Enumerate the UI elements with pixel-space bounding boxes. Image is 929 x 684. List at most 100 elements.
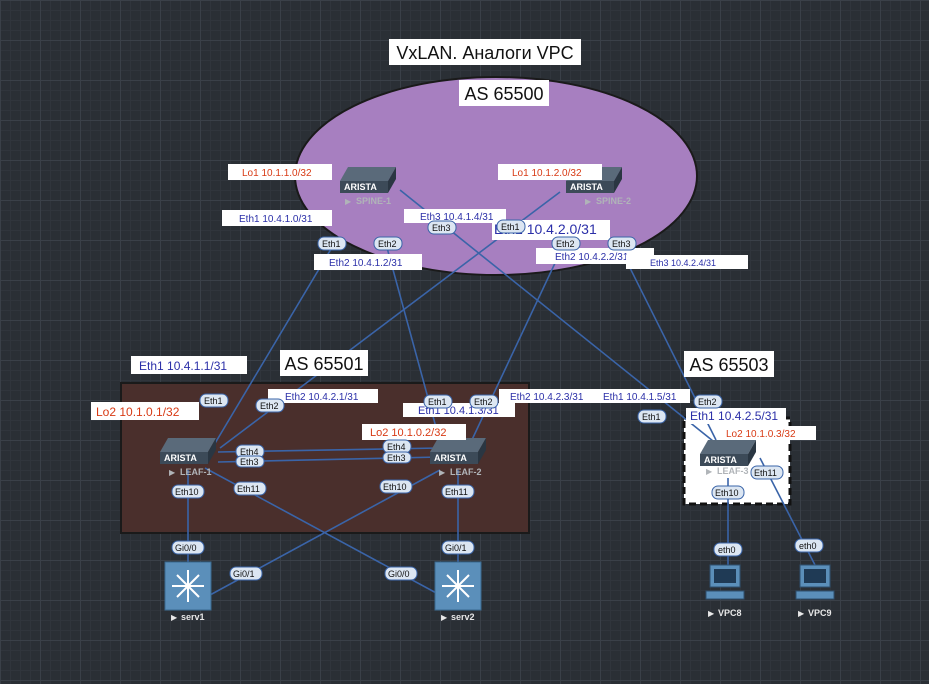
switch-brand: ARISTA [164, 453, 197, 463]
port-spine2-eth1: Eth1 [501, 222, 520, 232]
spine1-name: SPINE-1 [356, 196, 391, 206]
leaf1-eth1-addr: Eth1 10.4.1.1/31 [139, 359, 227, 373]
spine2-loopback: Lo1 10.1.2.0/32 [512, 168, 582, 179]
leaf2-switch[interactable]: ARISTA LEAF-2 ▶ [430, 438, 486, 477]
leaf1-switch[interactable]: ARISTA LEAF-1 ▶ [160, 438, 216, 477]
arista-switch-side [478, 438, 486, 464]
port-vpc9-eth0: eth0 [799, 541, 817, 551]
leaf3-switch[interactable]: ARISTA LEAF-3 ▶ [700, 440, 756, 476]
serv1-server[interactable]: ▶ serv1 [164, 561, 212, 622]
port-leaf3-eth1: Eth1 [642, 412, 661, 422]
spine1-eth3-addr: Eth3 10.4.1.4/31 [420, 212, 494, 223]
port-leaf1-eth4: Eth4 [240, 447, 259, 457]
arista-switch-side [388, 167, 396, 193]
as-65503-label-box [684, 351, 774, 377]
port-serv2-gi01: Gi0/1 [445, 543, 467, 553]
port-leaf2-eth2: Eth2 [474, 397, 493, 407]
port-serv1-gi01: Gi0/1 [233, 569, 255, 579]
spine2-eth2-addr: Eth2 10.4.2.2/31 [555, 252, 629, 263]
keyboard-icon [705, 590, 745, 600]
as-65503-label: AS 65503 [689, 355, 768, 375]
vpc8-name: VPC8 [718, 608, 742, 618]
port-leaf2-eth10: Eth10 [383, 482, 407, 492]
serv1-name: serv1 [181, 612, 205, 622]
play-icon: ▶ [441, 613, 448, 622]
leaf3-eth2-addr: Eth1 10.4.2.5/31 [690, 409, 778, 423]
as-65501-label: AS 65501 [284, 354, 363, 374]
spine1-eth1-addr: Eth1 10.4.1.0/31 [239, 214, 313, 225]
leaf1-name: LEAF-1 [180, 467, 212, 477]
spine1-switch[interactable]: ARISTA SPINE-1 ▶ [340, 167, 396, 206]
play-icon: ▶ [169, 468, 176, 477]
play-icon: ▶ [708, 609, 715, 618]
arista-switch-body [340, 181, 388, 193]
leaf2-name: LEAF-2 [450, 467, 482, 477]
port-leaf2-eth3: Eth3 [387, 453, 406, 463]
leaf1-loopback: Lo2 10.1.0.1/32 [96, 405, 180, 419]
screen [804, 569, 826, 583]
port-leaf1-eth10: Eth10 [175, 487, 199, 497]
spine1-eth2-addr: Eth2 10.4.1.2/31 [329, 258, 403, 269]
play-icon: ▶ [706, 467, 713, 476]
spine1-loopback: Lo1 10.1.1.0/32 [242, 168, 312, 179]
port-leaf2-eth1: Eth1 [428, 397, 447, 407]
serv2-name: serv2 [451, 612, 475, 622]
keyboard-icon [795, 590, 835, 600]
arista-switch-icon [700, 440, 756, 454]
link-spine1-leaf1 [213, 243, 335, 446]
port-serv1-gi00: Gi0/0 [175, 543, 197, 553]
spine2-eth3-addr: Eth3 10.4.2.4/31 [650, 258, 716, 268]
arista-switch-body [700, 454, 748, 466]
switch-brand: ARISTA [344, 182, 377, 192]
as-65500-label-box [459, 80, 549, 106]
as-65501-label-box [280, 350, 368, 376]
port-spine2-eth3: Eth3 [612, 239, 631, 249]
leaf3-loopback: Lo2 10.1.0.3/32 [726, 429, 796, 440]
play-icon: ▶ [345, 197, 352, 206]
arista-switch-icon [160, 438, 216, 452]
screen [714, 569, 736, 583]
leaf1-eth2-addr: Eth2 10.4.2.1/31 [285, 392, 359, 403]
play-icon: ▶ [798, 609, 805, 618]
port-leaf1-eth11: Eth11 [237, 484, 260, 494]
port-leaf2-eth11: Eth11 [445, 487, 468, 497]
title-box [389, 39, 581, 65]
spine2-name: SPINE-2 [596, 196, 631, 206]
arista-switch-body [160, 452, 208, 464]
leaf2-eth2-addr: Eth2 10.4.2.3/31 [510, 392, 584, 403]
serv2-server[interactable]: ▶ serv2 [434, 561, 482, 622]
vpc9-name: VPC9 [808, 608, 832, 618]
port-badges: Eth1 Eth2 Eth3 Eth1 Eth2 Eth3 Eth1 Eth2 … [171, 219, 824, 581]
address-labels: Lo1 10.1.1.0/32 Lo1 10.1.2.0/32 Eth1 10.… [91, 164, 816, 440]
port-vpc8-eth0: eth0 [718, 545, 736, 555]
play-icon: ▶ [585, 197, 592, 206]
play-icon: ▶ [171, 613, 178, 622]
diagram-title: VxLAN. Аналоги VPC [396, 43, 573, 63]
port-leaf1-eth3: Eth3 [240, 457, 259, 467]
arista-switch-side [208, 438, 216, 464]
vpc8-host[interactable]: ▶ VPC8 [705, 564, 745, 618]
port-serv2-gi00: Gi0/0 [388, 569, 410, 579]
arista-switch-icon [340, 167, 396, 181]
port-leaf3-eth10: Eth10 [715, 488, 739, 498]
port-leaf1-eth1: Eth1 [204, 396, 223, 406]
port-spine1-eth2: Eth2 [378, 239, 397, 249]
leaf3-name: LEAF-3 [717, 466, 749, 476]
leaf2-loopback: Lo2 10.1.0.2/32 [370, 427, 446, 439]
port-leaf1-eth2: Eth2 [260, 401, 279, 411]
switch-brand: ARISTA [434, 453, 467, 463]
arista-switch-body [430, 452, 478, 464]
vpc9-host[interactable]: ▶ VPC9 [795, 564, 835, 618]
arista-switch-side [748, 440, 756, 466]
arista-switch-side [614, 167, 622, 193]
port-spine1-eth1: Eth1 [322, 239, 341, 249]
leaf3-eth1-addr: Eth1 10.4.1.5/31 [603, 392, 677, 403]
switch-brand: ARISTA [570, 182, 603, 192]
port-spine1-eth3: Eth3 [432, 223, 451, 233]
router-star-icon [442, 570, 474, 602]
port-spine2-eth2: Eth2 [556, 239, 575, 249]
switch-brand: ARISTA [704, 455, 737, 465]
arista-switch-icon [430, 438, 486, 452]
as-65500-label: AS 65500 [464, 84, 543, 104]
port-leaf3-eth2: Eth2 [698, 397, 717, 407]
